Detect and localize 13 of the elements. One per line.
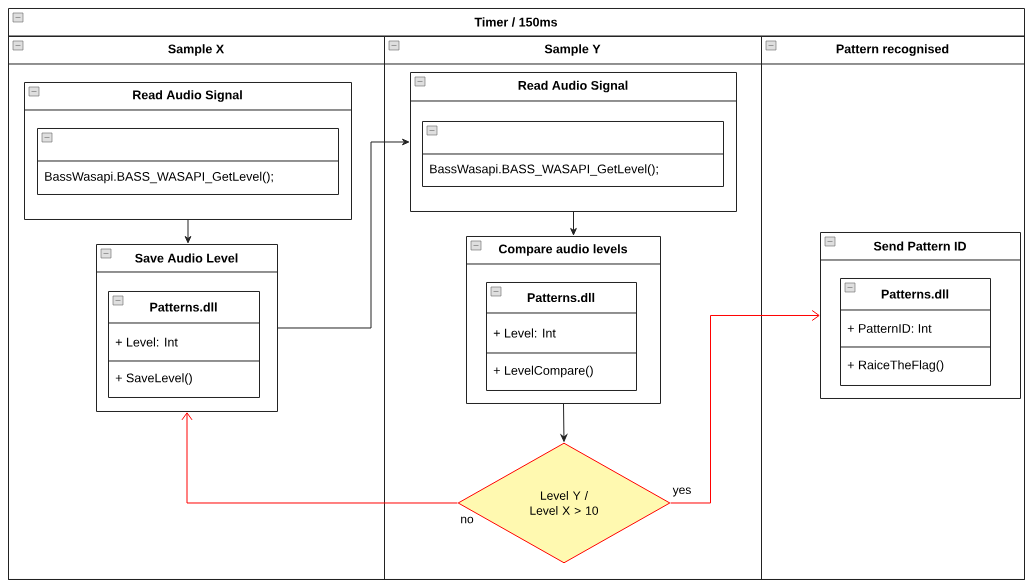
class-box: Patterns.dll + PatternID: Int + RaiceTheFlag() — [839, 278, 991, 386]
arrow — [184, 219, 192, 244]
class-box: Patterns.dll + Level: Int + SaveLevel() — [107, 291, 260, 398]
class-box: BassWasapi.BASS_WASAPI_GetLevel(); — [36, 128, 339, 195]
arrow — [570, 211, 577, 236]
class-box: Patterns.dll + Level: Int + LevelCompare() — [485, 282, 637, 391]
arrow — [277, 138, 410, 329]
arrow — [560, 403, 568, 442]
class-box: BassWasapi.BASS_WASAPI_GetLevel(); — [421, 121, 724, 187]
edge-label: no — [459, 515, 475, 525]
arrow — [181, 412, 458, 504]
arrow — [670, 310, 820, 504]
edge-label: yes — [671, 486, 693, 498]
